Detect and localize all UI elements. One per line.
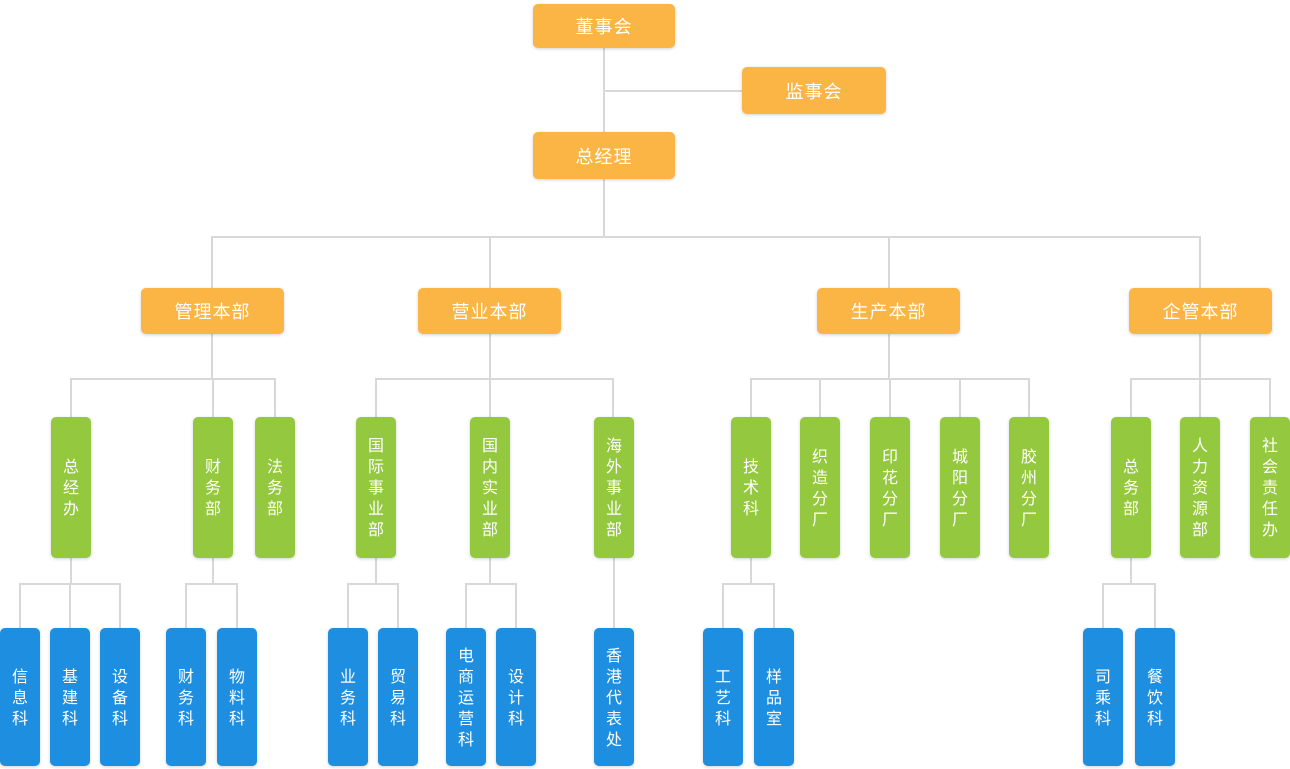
node-label: 胶州分厂: [1020, 446, 1037, 529]
node-label: 技术科: [742, 457, 759, 518]
node-label: 总经理: [575, 146, 633, 168]
node-dept-chengyang-factory[interactable]: 城阳分厂: [940, 417, 980, 558]
node-section-catering[interactable]: 餐饮科: [1135, 628, 1175, 766]
node-dept-human-resources[interactable]: 人力资源部: [1180, 417, 1220, 558]
node-label: 监事会: [785, 81, 843, 103]
node-label: 贸易科: [389, 666, 406, 728]
connector-departments-sections: [19, 558, 1156, 628]
node-label: 人力资源部: [1191, 436, 1208, 539]
node-supervisory-board[interactable]: 监事会: [742, 67, 886, 114]
node-dept-international-business[interactable]: 国际事业部: [356, 417, 396, 558]
node-label: 财务科: [177, 666, 194, 728]
node-section-finance[interactable]: 财务科: [166, 628, 206, 766]
node-label: 工艺科: [714, 666, 731, 728]
node-label: 信息科: [11, 666, 28, 728]
node-dept-printing-factory[interactable]: 印花分厂: [870, 417, 910, 558]
connector-board-gm: [603, 48, 742, 132]
node-dept-social-responsibility[interactable]: 社会责任办: [1250, 417, 1290, 558]
node-dept-general-affairs[interactable]: 总务部: [1111, 417, 1151, 558]
node-section-ecommerce-operations[interactable]: 电商运营科: [446, 628, 486, 766]
node-section-sample-room[interactable]: 样品室: [754, 628, 794, 766]
node-label: 织造分厂: [811, 446, 828, 529]
node-label: 香港代表处: [605, 645, 622, 749]
node-section-craft[interactable]: 工艺科: [703, 628, 743, 766]
node-section-hongkong-office[interactable]: 香港代表处: [594, 628, 634, 766]
node-label: 营业本部: [451, 302, 528, 323]
node-label: 生产本部: [850, 302, 927, 323]
node-label: 司乘科: [1094, 666, 1111, 728]
node-section-drivers[interactable]: 司乘科: [1083, 628, 1123, 766]
node-label: 餐饮科: [1146, 666, 1163, 728]
node-label: 业务科: [339, 666, 356, 728]
node-label: 城阳分厂: [951, 446, 968, 529]
node-dept-technical[interactable]: 技术科: [731, 417, 771, 558]
node-label: 物料科: [228, 666, 245, 728]
node-section-infrastructure[interactable]: 基建科: [50, 628, 90, 766]
node-label: 董事会: [575, 17, 633, 38]
node-label: 电商运营科: [457, 645, 474, 749]
node-general-manager[interactable]: 总经理: [533, 132, 675, 179]
connector-gm-divisions: [211, 179, 1201, 288]
node-label: 管理本部: [174, 302, 251, 323]
node-label: 企管本部: [1162, 302, 1239, 323]
node-dept-jiaozhou-factory[interactable]: 胶州分厂: [1009, 417, 1049, 558]
node-label: 基建科: [61, 666, 78, 728]
node-division-sales[interactable]: 营业本部: [418, 288, 561, 334]
node-dept-domestic-business[interactable]: 国内实业部: [470, 417, 510, 558]
node-label: 法务部: [266, 457, 283, 518]
node-dept-general-manager-office[interactable]: 总经办: [51, 417, 91, 558]
node-label: 海外事业部: [605, 436, 622, 539]
node-section-information[interactable]: 信息科: [0, 628, 40, 766]
node-label: 总务部: [1122, 457, 1139, 518]
node-label: 印花分厂: [881, 446, 898, 529]
node-label: 设备科: [111, 666, 128, 728]
node-label: 设计科: [507, 666, 524, 728]
node-dept-weaving-factory[interactable]: 织造分厂: [800, 417, 840, 558]
node-dept-legal[interactable]: 法务部: [255, 417, 295, 558]
node-section-materials[interactable]: 物料科: [217, 628, 257, 766]
node-label: 总经办: [62, 457, 79, 518]
node-division-management[interactable]: 管理本部: [141, 288, 284, 334]
node-dept-overseas-business[interactable]: 海外事业部: [594, 417, 634, 558]
node-division-production[interactable]: 生产本部: [817, 288, 960, 334]
node-label: 国际事业部: [367, 436, 384, 539]
node-label: 财务部: [204, 457, 221, 518]
node-division-enterprise-management[interactable]: 企管本部: [1129, 288, 1272, 334]
node-label: 国内实业部: [481, 436, 498, 539]
node-section-trade[interactable]: 贸易科: [378, 628, 418, 766]
node-section-equipment[interactable]: 设备科: [100, 628, 140, 766]
connector-divisions-departments: [70, 334, 1271, 417]
node-label: 样品室: [765, 666, 782, 728]
node-section-design[interactable]: 设计科: [496, 628, 536, 766]
node-dept-finance[interactable]: 财务部: [193, 417, 233, 558]
node-board[interactable]: 董事会: [533, 4, 675, 48]
node-label: 社会责任办: [1261, 436, 1278, 539]
node-section-business[interactable]: 业务科: [328, 628, 368, 766]
